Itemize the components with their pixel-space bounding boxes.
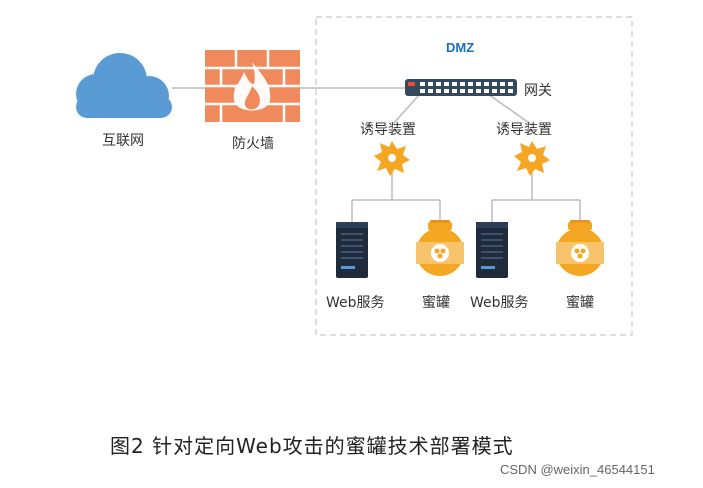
gateway-label: 网关: [524, 83, 552, 99]
inducer-label: 诱导装置: [496, 122, 552, 138]
web-server-label: Web服务: [470, 295, 529, 311]
switch-icon: [405, 79, 517, 96]
dmz-zone: [315, 16, 633, 336]
dmz-label: DMZ: [446, 40, 475, 55]
firewall-label: 防火墙: [232, 136, 274, 152]
honeypot-label: 蜜罐: [566, 295, 594, 311]
gear-icon: [514, 141, 550, 176]
inducer-label: 诱导装置: [360, 122, 416, 138]
server-icon: [336, 222, 368, 278]
server-icon: [476, 222, 508, 278]
watermark: CSDN @weixin_46544151: [500, 462, 655, 477]
connection-lines: [172, 87, 581, 222]
figure-caption: 图2 针对定向Web攻击的蜜罐技术部署模式: [110, 434, 514, 458]
internet-label: 互联网: [102, 133, 144, 149]
honey-jar-icon: [416, 220, 464, 276]
firewall-icon: [205, 50, 300, 122]
gear-icon: [374, 141, 410, 176]
honey-jar-icon: [556, 220, 604, 276]
web-server-label: Web服务: [326, 295, 385, 311]
cloud-icon: [76, 53, 172, 118]
honeypot-label: 蜜罐: [422, 295, 450, 311]
